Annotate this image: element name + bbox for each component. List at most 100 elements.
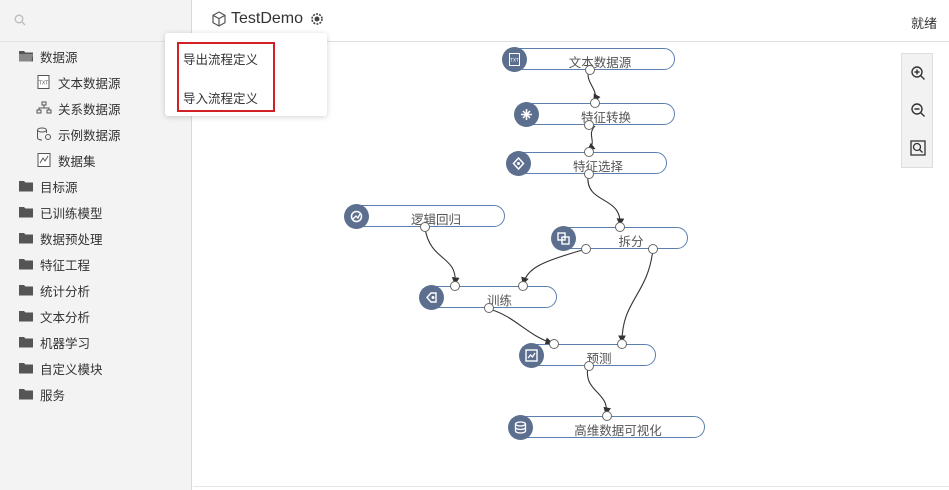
sidebar-item-machine-learning[interactable]: 机器学习	[0, 329, 192, 355]
sidebar-item-text-datasource[interactable]: TXT 文本数据源	[0, 69, 192, 95]
flow-node-visualization[interactable]: 高维数据可视化	[508, 411, 705, 440]
split-icon	[551, 226, 576, 251]
visualize-icon	[508, 415, 533, 440]
svg-text:TXT: TXT	[509, 58, 519, 64]
divider	[193, 486, 949, 487]
sidebar: 数据源 TXT 文本数据源 关系数据源 示例数据源 数据集 目标源 已训练模型	[0, 0, 192, 490]
highlight-box	[177, 42, 275, 112]
folder-open-icon	[19, 51, 33, 62]
output-port[interactable]	[584, 120, 594, 130]
sidebar-item-preprocessing[interactable]: 数据预处理	[0, 225, 192, 251]
flow-node-text-datasource[interactable]: TXT 文本数据源	[502, 47, 675, 75]
zoom-controls	[901, 53, 933, 168]
node-label: 逻辑回归	[410, 213, 461, 227]
sidebar-item-label: 数据集	[58, 154, 96, 169]
cube-icon	[212, 11, 226, 27]
sidebar-item-label: 目标源	[40, 180, 78, 195]
folder-icon	[19, 233, 33, 244]
sidebar-item-label: 关系数据源	[58, 102, 121, 117]
sidebar-item-label: 数据源	[40, 50, 78, 65]
folder-icon	[19, 181, 33, 192]
folder-icon	[19, 337, 33, 348]
search-bar	[0, 0, 192, 42]
sidebar-item-label: 已训练模型	[40, 206, 103, 221]
input-port[interactable]	[450, 281, 460, 291]
sidebar-item-label: 自定义模块	[40, 362, 103, 377]
regression-icon	[344, 204, 369, 229]
search-icon	[14, 14, 26, 26]
input-port[interactable]	[602, 411, 612, 421]
sidebar-item-custom-modules[interactable]: 自定义模块	[0, 355, 192, 381]
node-label: 特征转换	[580, 111, 631, 125]
zoom-in-icon[interactable]	[910, 65, 926, 81]
node-label: 拆分	[618, 235, 644, 249]
gear-icon[interactable]	[310, 12, 324, 26]
sidebar-item-statistics[interactable]: 统计分析	[0, 277, 192, 303]
txt-file-icon: TXT	[502, 47, 527, 72]
settings-dropdown: 导出流程定义 导入流程定义	[165, 33, 327, 116]
svg-text:TXT: TXT	[38, 81, 49, 87]
sidebar-item-relational-datasource[interactable]: 关系数据源	[0, 95, 192, 121]
sidebar-item-label: 服务	[40, 388, 66, 403]
select-icon	[506, 151, 531, 176]
sidebar-item-text-analysis[interactable]: 文本分析	[0, 303, 192, 329]
project-title: TestDemo	[211, 10, 324, 28]
sample-db-icon	[37, 127, 51, 141]
input-port[interactable]	[549, 339, 559, 349]
txt-file-icon: TXT	[37, 75, 50, 89]
output-port[interactable]	[648, 244, 658, 254]
sidebar-item-feature-engineering[interactable]: 特征工程	[0, 251, 192, 277]
input-port[interactable]	[518, 281, 528, 291]
folder-icon	[19, 259, 33, 270]
folder-icon	[19, 311, 33, 322]
folder-icon	[19, 207, 33, 218]
sidebar-item-sample-datasource[interactable]: 示例数据源	[0, 121, 192, 147]
sidebar-item-label: 统计分析	[40, 284, 91, 299]
search-input[interactable]	[30, 8, 180, 34]
output-port[interactable]	[581, 244, 591, 254]
sidebar-item-label: 机器学习	[40, 336, 91, 351]
sidebar-item-services[interactable]: 服务	[0, 381, 192, 407]
node-label: 训练	[486, 294, 512, 308]
sidebar-item-label: 文本分析	[40, 310, 91, 325]
flow-node-predict[interactable]: 预测	[519, 339, 656, 371]
node-label: 预测	[586, 352, 612, 366]
menu-item-import-flow[interactable]: 导入流程定义	[183, 92, 259, 106]
transform-icon	[514, 102, 539, 127]
folder-icon	[19, 389, 33, 400]
flow-node-feature-transform[interactable]: 特征转换	[514, 98, 675, 130]
relation-icon	[36, 101, 52, 114]
flow-node-split[interactable]: 拆分	[551, 222, 688, 254]
input-port[interactable]	[584, 147, 594, 157]
sidebar-item-label: 文本数据源	[58, 76, 121, 91]
node-label: 特征选择	[572, 160, 623, 174]
node-label: 文本数据源	[568, 56, 632, 70]
flow-node-train[interactable]: 训练	[419, 281, 557, 313]
sidebar-item-datasource[interactable]: 数据源	[0, 43, 192, 69]
sidebar-item-label: 数据预处理	[40, 232, 103, 247]
sidebar-item-trained-models[interactable]: 已训练模型	[0, 199, 192, 225]
sidebar-item-target-source[interactable]: 目标源	[0, 173, 192, 199]
sidebar-item-label: 示例数据源	[58, 128, 121, 143]
chart-icon	[37, 153, 51, 167]
output-port[interactable]	[584, 361, 594, 371]
output-port[interactable]	[484, 303, 494, 313]
folder-icon	[19, 285, 33, 296]
zoom-fit-icon[interactable]	[910, 140, 926, 156]
flow-node-logistic-regression[interactable]: 逻辑回归	[344, 204, 505, 232]
input-port[interactable]	[617, 339, 627, 349]
flow-node-feature-select[interactable]: 特征选择	[506, 147, 667, 179]
output-port[interactable]	[585, 65, 595, 75]
folder-icon	[19, 363, 33, 374]
sidebar-item-label: 特征工程	[40, 258, 91, 273]
project-title-text: TestDemo	[231, 10, 304, 27]
zoom-out-icon[interactable]	[910, 102, 926, 118]
sidebar-item-dataset[interactable]: 数据集	[0, 147, 192, 173]
input-port[interactable]	[590, 98, 600, 108]
output-port[interactable]	[584, 169, 594, 179]
menu-item-export-flow[interactable]: 导出流程定义	[183, 53, 259, 67]
output-port[interactable]	[420, 222, 430, 232]
input-port[interactable]	[615, 222, 625, 232]
predict-icon	[519, 343, 544, 368]
status-text: 就绪	[910, 16, 937, 31]
